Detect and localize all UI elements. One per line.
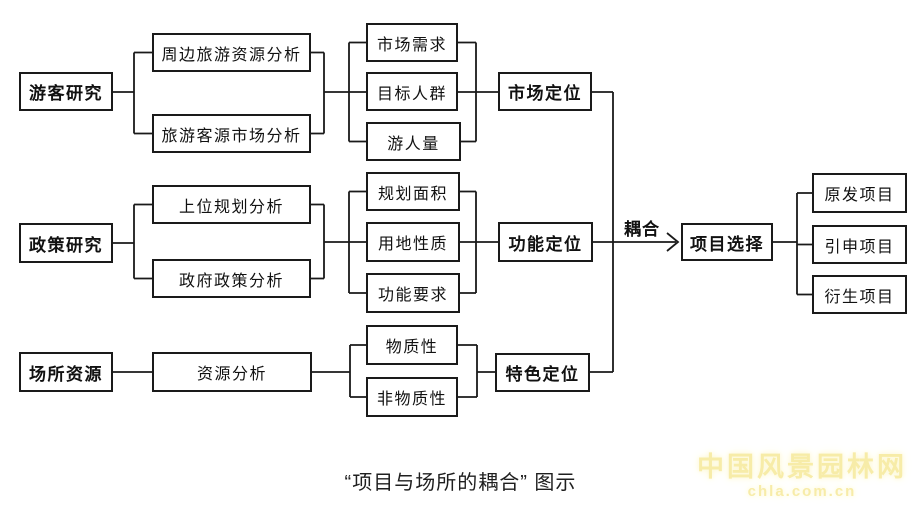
node-target-group: 目标人群 [366, 72, 458, 111]
node-functional-positioning: 功能定位 [498, 222, 593, 262]
node-land-use-nature: 用地性质 [366, 222, 460, 262]
coupling-label: 耦合 [624, 220, 660, 239]
node-visitor-volume: 游人量 [366, 122, 461, 161]
node-derived-project: 衍生项目 [812, 275, 907, 314]
node-original-project: 原发项目 [812, 173, 907, 213]
node-market-demand: 市场需求 [366, 23, 458, 62]
node-site-resources: 场所资源 [19, 352, 113, 392]
node-upper-level-planning-analysis: 上位规划分析 [152, 185, 311, 224]
node-market-positioning: 市场定位 [498, 72, 592, 111]
node-resource-analysis: 资源分析 [152, 352, 312, 392]
watermark-url: chla.com.cn [747, 482, 857, 500]
node-non-material: 非物质性 [366, 377, 458, 417]
node-material: 物质性 [366, 325, 458, 365]
diagram-caption: “项目与场所的耦合” 图示 [344, 472, 577, 494]
node-character-positioning: 特色定位 [495, 353, 590, 392]
node-project-selection: 项目选择 [681, 223, 773, 261]
node-extended-project: 引申项目 [812, 225, 907, 264]
watermark-title: 中国风景园林网 [697, 451, 907, 482]
node-planning-area: 规划面积 [366, 172, 460, 211]
node-government-policy-analysis: 政府政策分析 [152, 259, 311, 298]
node-policy-research: 政策研究 [19, 223, 113, 263]
node-functional-requirements: 功能要求 [366, 273, 460, 313]
node-tourism-source-market-analysis: 旅游客源市场分析 [152, 114, 311, 153]
watermark-logo: 中国风景园林网 chla.com.cn [697, 452, 907, 500]
node-surrounding-tourism-resource-analysis: 周边旅游资源分析 [152, 33, 311, 72]
node-tourist-research: 游客研究 [19, 72, 113, 111]
